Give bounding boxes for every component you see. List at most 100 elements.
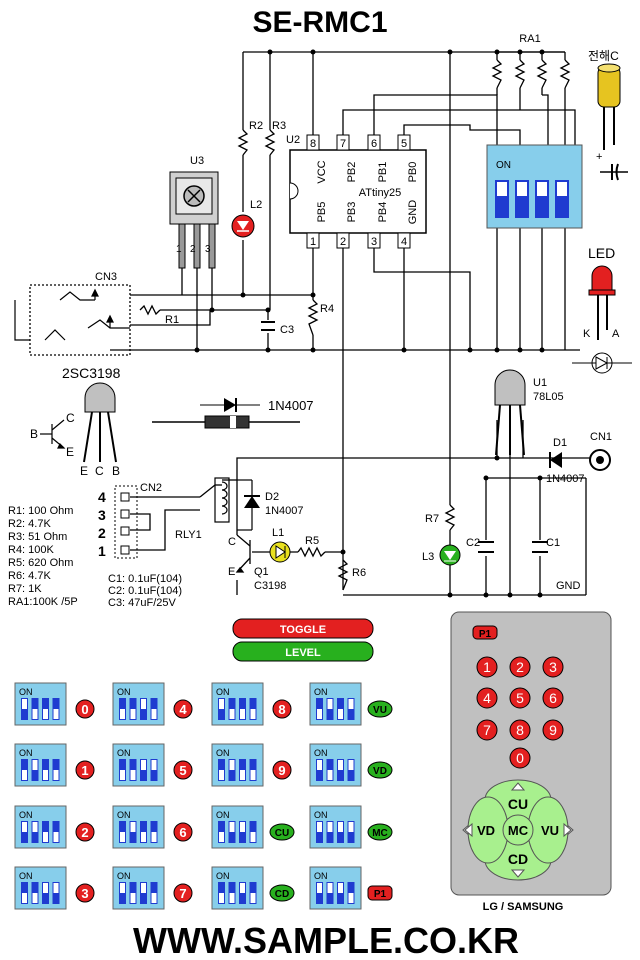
cn1-dc-jack-icon [589,449,611,471]
dip-badge-label: 0 [81,702,88,717]
chip-pin-name: PB2 [346,162,358,183]
dip-setting-0: ON 0 [14,682,95,726]
dip-switch-knob [53,770,59,780]
dip-switch-knob [348,699,354,709]
toggle-button[interactable]: TOGGLE [232,618,374,639]
dip-badge-label: 9 [278,763,285,778]
remote-digit-label: 1 [483,659,491,675]
q1-transistor-icon [235,534,270,573]
page-title: SE-RMC1 [252,6,387,39]
dip-switch-knob [43,883,48,893]
remote-digit-button[interactable]: 6 [542,687,564,709]
dip-switch-knob [250,832,256,842]
remote-digit-button[interactable]: 1 [476,656,498,678]
cn2-label: CN2 [140,482,162,494]
npn-e: E [66,445,74,459]
dip-switch-knob [219,832,224,842]
dip-switch-knob [43,832,48,842]
chip-pin-name: PB0 [407,162,419,183]
parts-list-item: R7: 1K [8,583,42,595]
regulator-icon [494,369,526,456]
u1-part: 78L05 [533,391,564,403]
remote-p1-button[interactable]: P1 [472,625,498,640]
chip-pin-box [397,134,411,151]
dip-switch-knob [250,709,256,719]
rly1-label: RLY1 [175,529,202,541]
chip-pin-box [306,232,320,249]
red-led-icon [572,265,632,374]
u2-label: U2 [286,134,300,146]
cn3-jack-icon [14,288,130,341]
remote-digit-button[interactable]: 5 [509,687,531,709]
dip-badge-label: 4 [179,702,187,717]
chip-pin-box [336,134,350,151]
chip-pin-number: 6 [371,138,377,150]
npn-symbol-icon [40,419,66,449]
remote-digit-button[interactable]: 2 [509,656,531,678]
remote-digit-button[interactable]: 0 [509,747,531,769]
dip-switch-knob [32,822,38,832]
dip-badge [75,822,95,842]
dip-badge-label: MC [372,828,388,839]
dip-switch-knob [130,770,136,780]
remote-digit-button[interactable]: 9 [542,719,564,741]
dip-switch-knob [130,709,136,719]
dip-on-label: ON [19,687,33,697]
junction-dots [194,49,545,598]
dip-switch-knob [219,699,224,709]
remote-digit-circle [509,656,531,678]
remote-digit-button[interactable]: 3 [542,656,564,678]
dpad-arrows [464,782,572,878]
dip-switch-knob [338,760,343,770]
remote-digit-button[interactable]: 8 [509,719,531,741]
dip-switch-knob [32,893,38,903]
dip-switch-knob [240,883,245,893]
gnd-label: GND [556,580,581,592]
dip-badge [173,699,193,719]
dip-switch-knob [22,770,27,780]
dip-switch-knob [327,883,333,893]
remote-digit-label: 9 [549,722,557,738]
r3-label: R3 [272,120,286,132]
dip-switch-knob [22,699,27,709]
npn-b: B [30,427,38,441]
dip-switch-knob [348,893,354,903]
dip-switch-knob [151,832,157,842]
remote-digit-button[interactable]: 7 [476,719,498,741]
led-k-label: K [583,328,591,340]
remote-digit-label: 0 [516,750,524,766]
dip-badge [367,823,393,841]
chip-pin-number: 3 [371,236,377,248]
dip-on-label: ON [117,810,131,820]
dpad-center-button[interactable] [502,814,534,846]
remote-digit-circle [509,747,531,769]
c3-label: C3 [280,324,294,336]
dip-switch-knob [229,822,235,832]
q1-label: Q1 [254,566,269,578]
remote-digit-label: 2 [516,659,524,675]
remote-digit-button[interactable]: 4 [476,687,498,709]
dip-badge-label: VD [373,766,387,777]
dip-switch-knob [141,832,146,842]
chip-pin-number: 4 [401,236,407,248]
dip-badge [173,822,193,842]
remote-digit-label: 7 [483,722,491,738]
remote-digit-label: 6 [549,690,557,706]
parts-list-item: R2: 4.7K [8,518,51,530]
l3-led-icon [439,544,461,566]
dip-setting-3: ON3 [14,866,95,910]
dip-badge-label: 3 [81,886,88,901]
caps-list-item: C3: 47uF/25V [108,597,177,609]
r4-label: R4 [320,303,334,315]
l1-led-icon [269,541,291,563]
relay-coil-icon [214,477,253,531]
dip-switch-knob [229,893,235,903]
dip-badge-label: 5 [179,763,186,778]
dip-switch-knob [141,760,146,770]
dip-badge-label: 7 [179,886,186,901]
dpad-left-label: VD [477,823,495,838]
level-button[interactable]: LEVEL [232,641,374,662]
dip-switch-knob [53,832,59,842]
d1-part: 1N4007 [546,473,585,485]
